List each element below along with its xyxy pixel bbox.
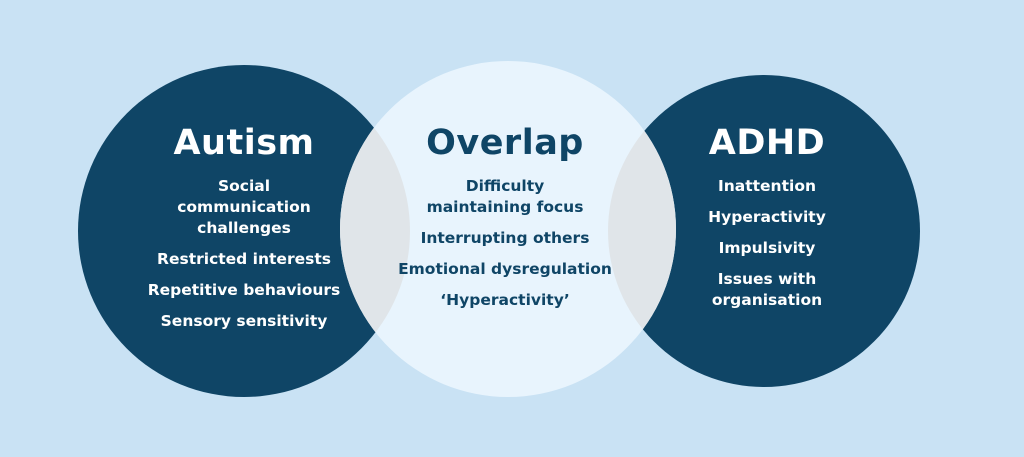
overlap-items: Difficulty maintaining focus Interruptin… <box>380 176 630 311</box>
adhd-item: Issues with organisation <box>711 270 823 309</box>
overlap-circle <box>340 61 676 397</box>
adhd-title: ADHD <box>708 123 826 163</box>
overlap-item: Emotional dysregulation <box>398 260 612 278</box>
adhd-item: Impulsivity <box>718 239 816 257</box>
adhd-item: Inattention <box>717 177 817 195</box>
overlap-set: Overlap Difficulty maintaining focus Int… <box>380 122 630 321</box>
overlap-item: Difficulty maintaining focus <box>426 177 584 216</box>
autism-title: Autism <box>173 123 315 163</box>
autism-item: Restricted interests <box>157 250 331 268</box>
autism-item: Repetitive behaviours <box>147 281 341 299</box>
autism-set: Autism Social communication challenges R… <box>130 122 358 342</box>
adhd-item: Hyperactivity <box>708 208 826 226</box>
autism-circle <box>78 65 410 397</box>
autism-items: Social communication challenges Restrict… <box>130 176 358 332</box>
autism-item: Social communication challenges <box>177 177 311 237</box>
adhd-circle <box>608 75 920 387</box>
adhd-set: ADHD Inattention Hyperactivity Impulsivi… <box>688 122 846 321</box>
autism-item: Sensory sensitivity <box>160 312 328 330</box>
overlap-item: Interrupting others <box>420 229 590 247</box>
adhd-items: Inattention Hyperactivity Impulsivity Is… <box>688 176 846 311</box>
overlap-item: ‘Hyperactivity’ <box>440 291 570 309</box>
overlap-title: Overlap <box>426 123 584 163</box>
